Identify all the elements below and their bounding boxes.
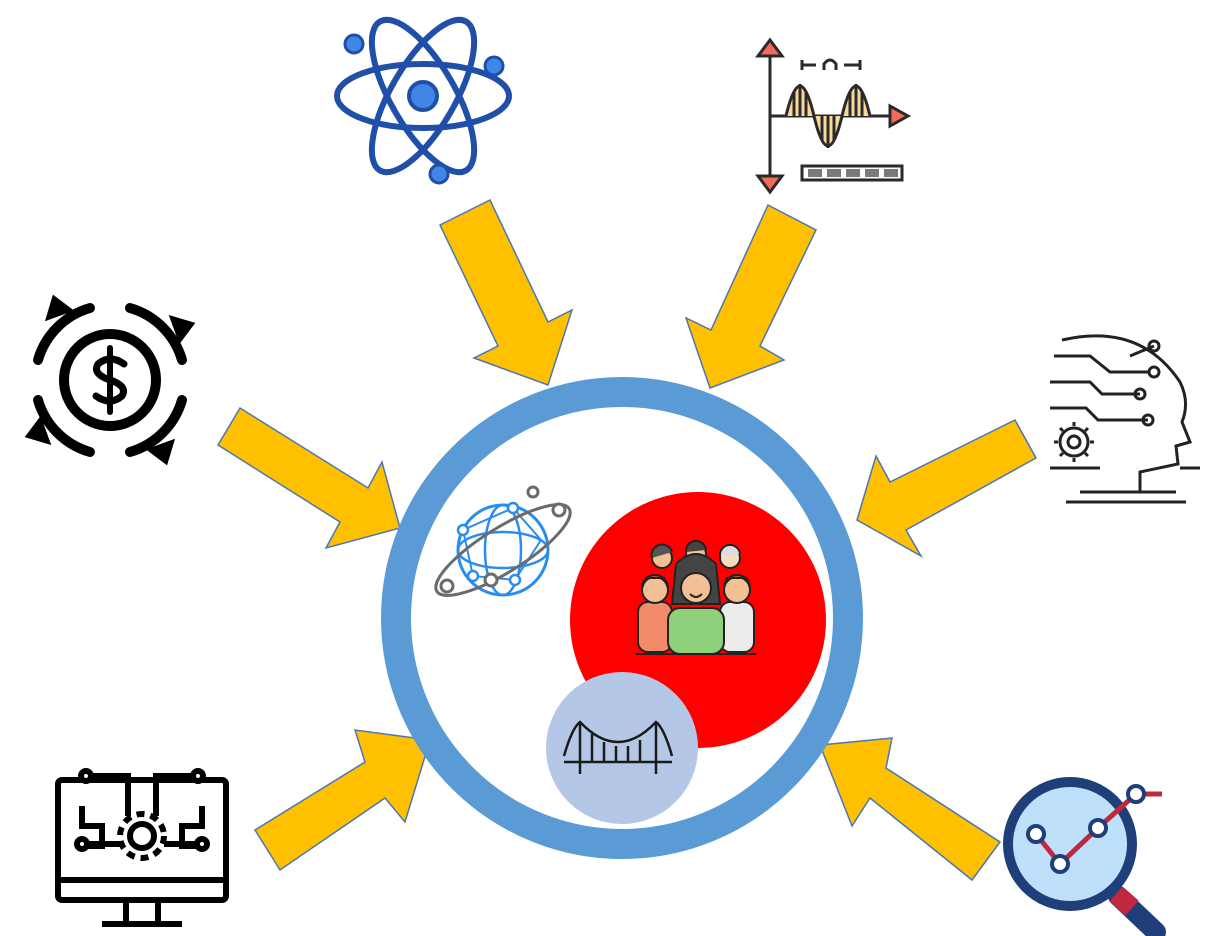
ai-head-icon <box>1050 334 1200 504</box>
bridge-icon <box>562 720 674 774</box>
signal-wave-icon <box>755 37 912 195</box>
atom-icon <box>334 16 512 185</box>
arrow-from-dollar <box>216 406 401 550</box>
analytics-magnifier-icon <box>1003 777 1166 936</box>
arrow-from-signal <box>684 203 817 389</box>
network-globe-icon <box>434 485 572 597</box>
arrow-from-ai-head <box>856 419 1038 558</box>
bridge-bubble <box>546 672 698 824</box>
circuit-monitor-icon <box>55 768 229 927</box>
arrows <box>216 198 1038 882</box>
arrow-from-analytics <box>818 737 1002 882</box>
arrow-from-atom <box>439 198 574 386</box>
dollar-cycle-icon <box>24 294 196 466</box>
people-group-icon <box>636 540 756 655</box>
arrow-from-circuit-monitor <box>253 729 431 872</box>
